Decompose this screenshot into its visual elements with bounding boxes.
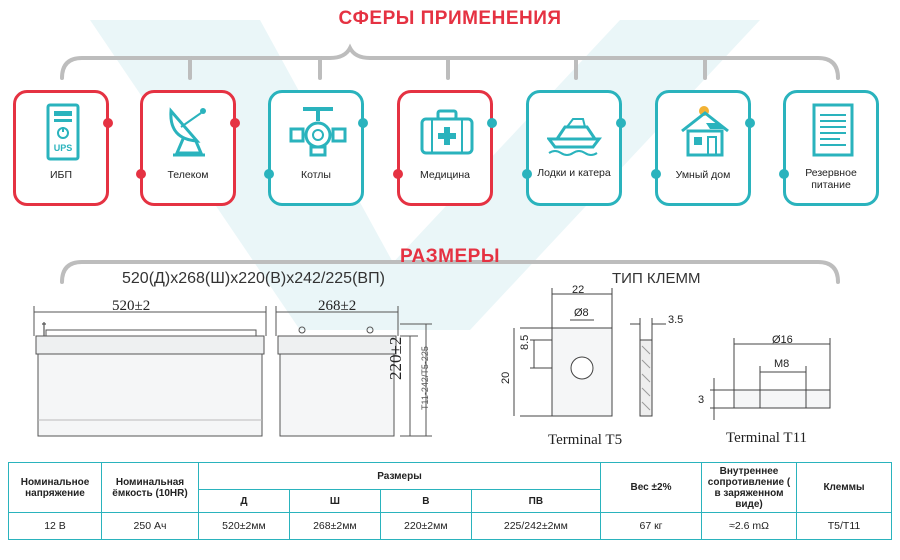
application-label-boilers: Котлы xyxy=(301,169,331,181)
header-length: Д xyxy=(198,489,290,513)
dimensions-summary: 520(Д)x268(Ш)x220(В)x242/225(ВП) xyxy=(122,270,385,287)
cell-terminals: T5/T11 xyxy=(796,512,892,540)
connector-dot xyxy=(230,118,240,128)
header-width: Ш xyxy=(288,489,381,513)
header-capacity: Номинальная ёмкость (10HR) xyxy=(101,462,199,513)
header-voltage: Номинальное напряжение xyxy=(8,462,102,513)
terminal-t5-name: Terminal T5 xyxy=(548,432,623,448)
application-card-boats: Лодки и катера xyxy=(522,90,626,206)
specifications-table: Номинальное напряжение Номинальная ёмкос… xyxy=(8,462,892,540)
header-resistance: Внутреннее сопротивление ( в заряженном … xyxy=(701,462,797,513)
connector-dot xyxy=(393,169,403,179)
cell-height: 220±2мм xyxy=(379,512,472,540)
application-label-smart-home: Умный дом xyxy=(675,169,731,181)
height-dimension-label: 220±2 xyxy=(386,336,405,380)
ups-icon-text: UPS xyxy=(54,143,73,153)
battery-side-view xyxy=(275,306,432,437)
battery-front-view xyxy=(33,306,267,437)
dimensions-title: РАЗМЕРЫ xyxy=(400,246,500,267)
connector-dot xyxy=(136,169,146,179)
application-label-telecom: Телеком xyxy=(167,169,209,181)
terminal-height-label: T11-242/T5-225 xyxy=(420,346,430,410)
satellite-dish-icon xyxy=(169,107,206,157)
connector-dot xyxy=(779,169,789,179)
boiler-valve-icon xyxy=(289,107,347,157)
cell-width: 268±2мм xyxy=(288,512,381,540)
t11-height-label: 3 xyxy=(698,394,705,406)
t11-outer-label: Ø16 xyxy=(772,334,793,346)
header-terminals: Клеммы xyxy=(796,462,892,513)
t5-hole-offset-label: 8.5 xyxy=(519,334,531,350)
connector-dot xyxy=(358,118,368,128)
medical-kit-icon xyxy=(420,109,474,155)
application-card-telecom: Телеком xyxy=(136,90,240,206)
terminal-t11-name: Terminal T11 xyxy=(726,430,808,446)
t5-hole-label: Ø8 xyxy=(574,307,589,319)
application-card-smart-home: Умный дом xyxy=(651,90,755,206)
application-label-boats: Лодки и катера xyxy=(537,167,611,179)
width-dimension-label: 268±2 xyxy=(318,298,357,314)
connector-dot xyxy=(651,169,661,179)
application-label-ups: ИБП xyxy=(50,169,72,181)
connector-dot xyxy=(616,118,626,128)
header-height: В xyxy=(379,489,472,513)
cell-capacity: 250 Ач xyxy=(101,512,199,540)
applications-bracket xyxy=(60,43,840,284)
table-row: 12 В 250 Ач 520±2мм 268±2мм 220±2мм 225/… xyxy=(8,512,892,540)
t11-thread-label: M8 xyxy=(774,358,790,370)
cell-length: 520±2мм xyxy=(198,512,290,540)
connector-dot xyxy=(487,118,497,128)
header-weight: Вес ±2% xyxy=(600,462,702,513)
t5-height-label: 20 xyxy=(500,371,512,384)
cell-voltage: 12 В xyxy=(8,512,102,540)
connector-dot xyxy=(745,118,755,128)
applications-title: СФЕРЫ ПРИМЕНЕНИЯ xyxy=(338,8,562,29)
terminal-types-title: ТИП КЛЕММ xyxy=(612,270,701,287)
connector-dot xyxy=(103,118,113,128)
boat-icon xyxy=(547,118,602,156)
header-dimensions: Размеры xyxy=(198,462,601,490)
application-label-backup-power: Резервное питание xyxy=(805,167,857,191)
backup-power-icon xyxy=(812,103,854,157)
connector-dot xyxy=(264,169,274,179)
header-terminal-height: ПВ xyxy=(470,489,602,513)
terminal-t5-drawing xyxy=(513,288,666,417)
t5-thickness-label: 3.5 xyxy=(668,314,684,326)
ups-icon: UPS xyxy=(46,103,80,161)
smart-house-icon xyxy=(681,106,729,157)
cell-terminal-height: 225/242±2мм xyxy=(470,512,602,540)
cell-resistance: ≈2.6 mΩ xyxy=(701,512,797,540)
application-card-medicine: Медицина xyxy=(393,90,497,206)
length-dimension-label: 520±2 xyxy=(112,298,151,314)
connector-dot xyxy=(522,169,532,179)
application-card-ups: UPS ИБП xyxy=(13,90,113,206)
application-label-medicine: Медицина xyxy=(420,169,470,181)
terminal-t11-drawing xyxy=(710,338,831,420)
application-card-boilers: Котлы xyxy=(264,90,368,206)
cell-weight: 67 кг xyxy=(600,512,702,540)
t5-width-label: 22 xyxy=(572,284,585,296)
application-card-backup-power: Резервное питание xyxy=(779,90,879,206)
